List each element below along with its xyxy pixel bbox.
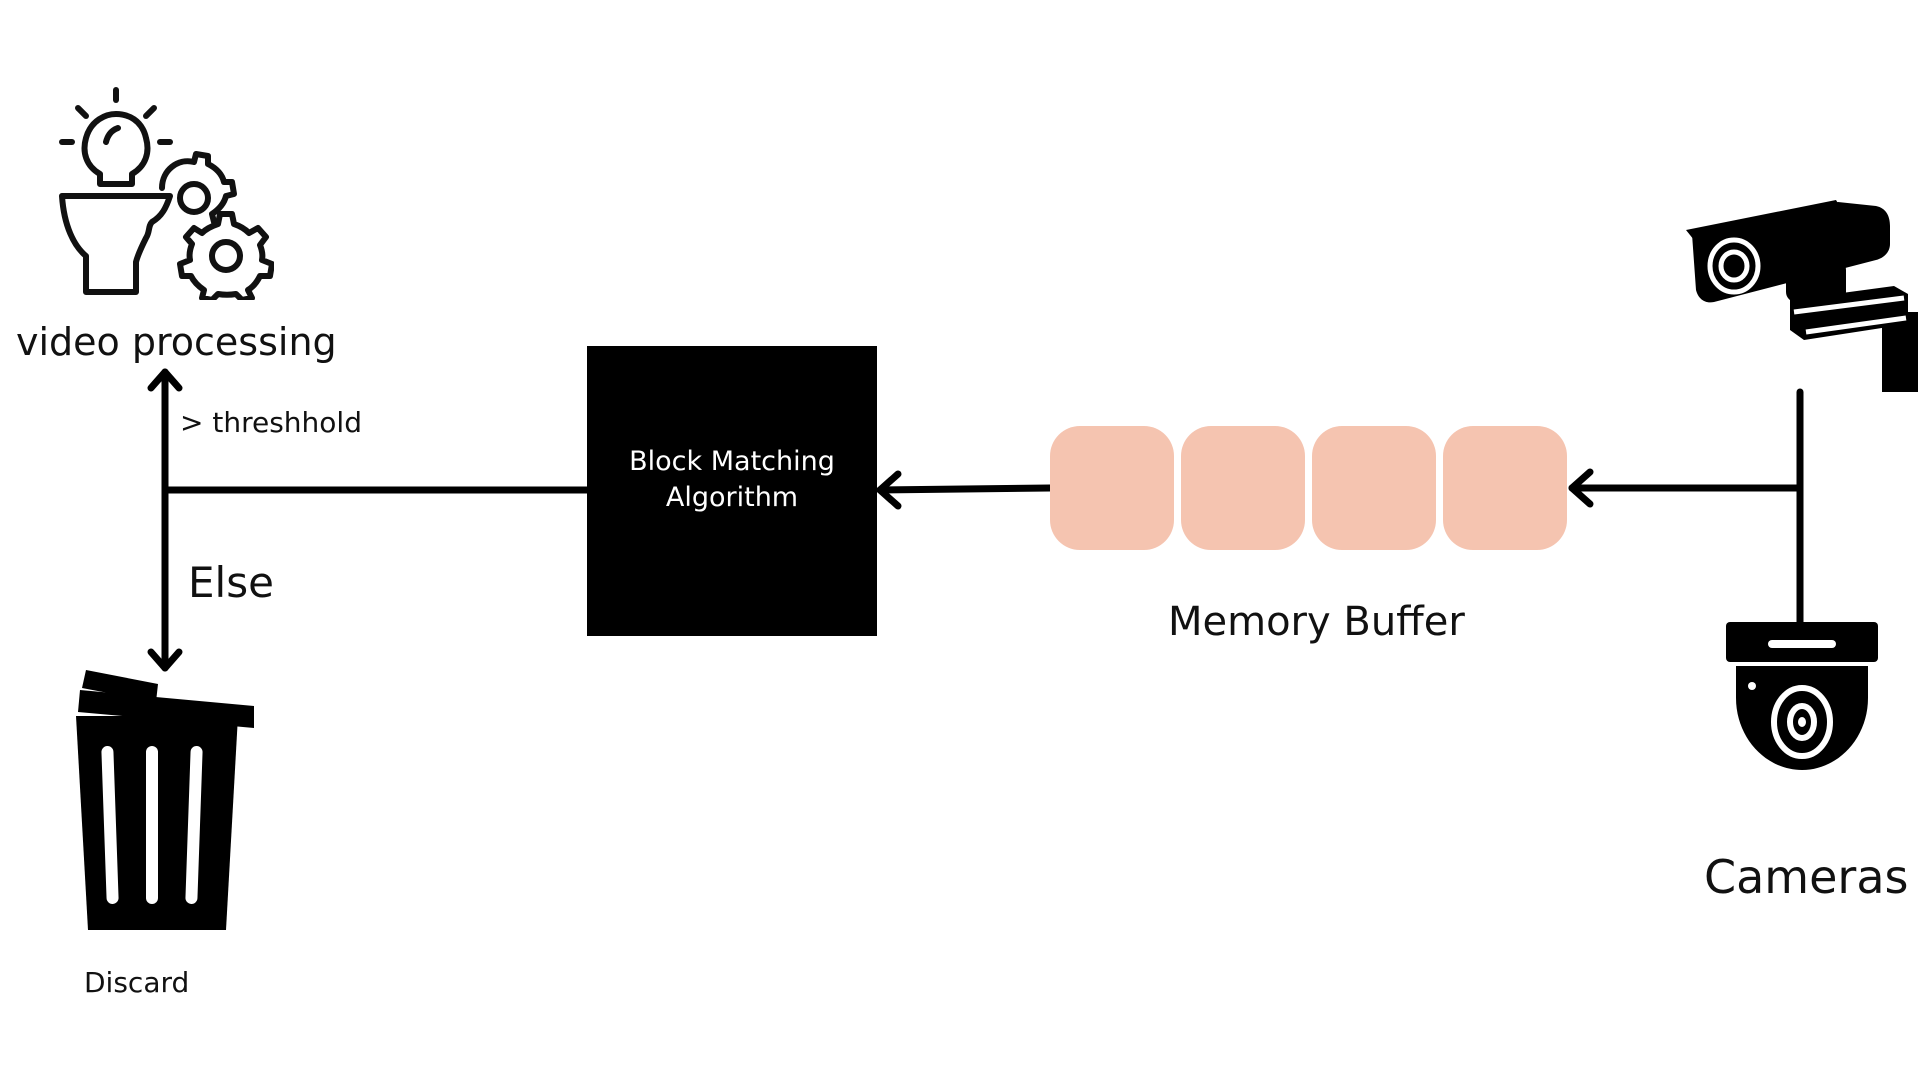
cameras-label: Cameras <box>1704 850 1909 904</box>
buffer-cell <box>1181 426 1305 550</box>
up-arrowhead <box>147 368 183 392</box>
trash-can-icon <box>76 670 254 930</box>
buffer-cell <box>1050 426 1174 550</box>
discard-label: Discard <box>84 966 190 999</box>
memory-buffer-label: Memory Buffer <box>1168 599 1465 645</box>
buffer-cell <box>1312 426 1436 550</box>
threshold-edge-label: > threshhold <box>180 406 362 439</box>
buffer-arrowhead <box>1568 468 1594 508</box>
buffer-to-block-line <box>876 484 1054 494</box>
else-edge-label: Else <box>188 558 274 607</box>
buffer-cell <box>1443 426 1567 550</box>
block-matching-label: Block Matching Algorithm <box>629 446 835 513</box>
down-arrowhead <box>147 648 183 672</box>
dome-camera-icon <box>1726 622 1878 770</box>
block-arrowhead <box>876 470 902 510</box>
video-processing-label: video processing <box>16 320 337 364</box>
bullet-camera-icon <box>1686 200 1918 392</box>
block-matching-node: Block Matching Algorithm <box>587 346 877 636</box>
head-bulb-gears-icon <box>59 87 274 300</box>
